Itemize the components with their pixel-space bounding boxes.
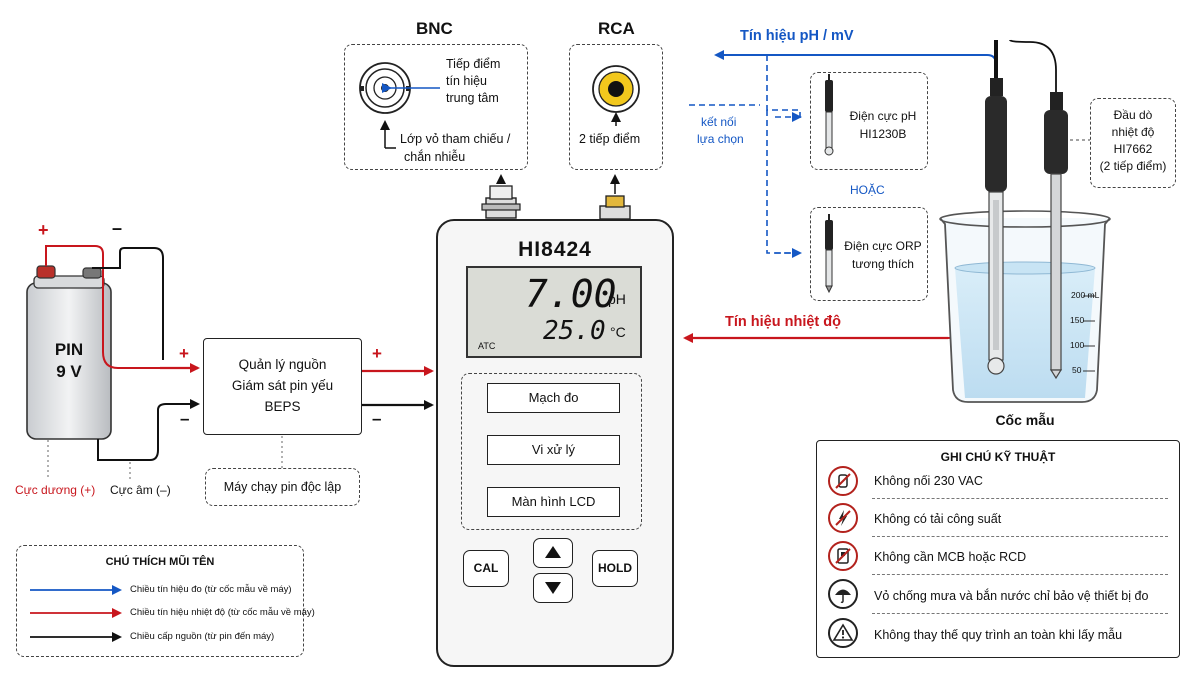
no-plug-icon	[828, 466, 858, 496]
legend-row-measure-signal: Chiều tín hiệu đo (từ cốc mẫu về máy)	[130, 584, 292, 595]
battery-negative-caption: Cực âm (–)	[110, 483, 171, 497]
power-in-plus: +	[179, 344, 189, 363]
arrow-legend	[16, 545, 304, 657]
note-divider-4	[872, 613, 1168, 614]
technical-notes-title: GHI CHÚ KỸ THUẬT	[940, 450, 1056, 464]
meter-internal-blocks	[461, 373, 642, 530]
power-management-box	[203, 338, 362, 435]
power-management-line-1: Quản lý nguồn	[238, 357, 327, 372]
ph-electrode-label-2: HI1230B	[859, 127, 907, 141]
bnc-center-label-2: tín hiệu	[446, 74, 488, 88]
no-power-load-icon	[828, 503, 858, 533]
down-arrow-icon	[545, 582, 561, 594]
temperature-probe-callout	[1090, 98, 1176, 188]
power-in-minus: –	[180, 409, 190, 428]
bnc-center-label-3: trung tâm	[446, 91, 499, 105]
hold-button[interactable]: HOLD	[592, 550, 638, 587]
note-divider-2	[872, 536, 1168, 537]
battery-positive-caption: Cực dương (+)	[15, 483, 96, 497]
note-text-4: Vỏ chống mưa và bắn nước chỉ bảo vệ thiế…	[874, 589, 1149, 603]
independent-battery-note	[205, 468, 360, 506]
beaker-mark-150: 150	[1070, 315, 1085, 325]
umbrella-rain-icon	[828, 579, 858, 609]
orp-electrode-label-2: tương thích	[852, 257, 914, 271]
note-divider-1	[872, 498, 1168, 499]
ph-reading: 7.00	[525, 272, 617, 316]
bnc-center-label-1: Tiếp điểm	[446, 57, 501, 71]
bnc-shield-label-1: Lớp vỏ tham chiếu /	[400, 132, 511, 146]
battery-label-1: PIN	[54, 340, 84, 359]
temperature-signal-label: Tín hiệu nhiệt độ	[725, 314, 841, 330]
lcd-display	[466, 266, 642, 358]
warning-triangle-icon	[828, 618, 858, 648]
temp-probe-label-3: HI7662	[1113, 142, 1153, 156]
beaker-mark-200: 200 mL	[1071, 290, 1100, 300]
atc-indicator: ATC	[478, 341, 496, 351]
battery-label-2: 9 V	[56, 362, 82, 381]
bnc-title: BNC	[416, 19, 453, 38]
temp-probe-label-1: Đầu dò	[1113, 108, 1153, 122]
or-label: HOẶC	[850, 183, 885, 197]
sample-beaker	[939, 210, 1111, 403]
technical-notes-panel	[816, 440, 1180, 658]
temp-probe-label-4: (2 tiếp điểm)	[1099, 159, 1167, 173]
power-management-line-2: Giám sát pin yếu	[231, 378, 334, 393]
temperature-reading: 25.0	[543, 316, 606, 346]
orp-electrode-callout	[810, 207, 928, 301]
rca-socket	[599, 195, 631, 220]
ph-signal-label: Tín hiệu pH / mV	[740, 28, 854, 44]
microprocessor-box: Vi xử lý	[487, 435, 620, 465]
rca-callout	[569, 44, 663, 170]
battery-minus-sign: –	[112, 218, 123, 238]
beaker-caption: Cốc mẫu	[995, 412, 1055, 428]
power-out-plus: +	[372, 344, 382, 363]
ph-electrode-in-beaker	[985, 40, 1007, 375]
arrow-legend-title: CHÚ THÍCH MŨI TÊN	[105, 556, 215, 568]
optional-connection-label-2: lựa chọn	[697, 132, 744, 146]
note-divider-3	[872, 574, 1168, 575]
independent-battery-note-text: Máy chạy pin độc lập	[223, 480, 342, 494]
note-text-1: Không nối 230 VAC	[874, 474, 983, 488]
no-breaker-icon	[828, 541, 858, 571]
rca-title: RCA	[598, 19, 635, 38]
rca-contacts-label: 2 tiếp điểm	[579, 132, 641, 146]
bnc-callout	[344, 44, 528, 170]
optional-connection-label-1: kết nối	[701, 115, 737, 129]
meter-model: HI8424	[518, 238, 592, 261]
bnc-socket	[481, 185, 521, 219]
legend-row-power-supply: Chiều cấp nguồn (từ pin đến máy)	[130, 631, 275, 642]
note-text-2: Không có tải công suất	[874, 512, 1002, 526]
bnc-shield-label-2: chắn nhiễu	[404, 150, 466, 164]
measuring-circuit-box: Mạch đo	[487, 383, 620, 413]
ph-electrode-callout	[810, 72, 928, 170]
beaker-mark-100: 100	[1070, 340, 1085, 350]
ph-electrode-icon	[824, 74, 834, 156]
temp-probe-label-2: nhiệt độ	[1111, 125, 1155, 139]
lcd-screen-box: Màn hình LCD	[487, 487, 620, 517]
ph-electrode-label-1: Điện cực pH	[849, 109, 917, 123]
orp-electrode-icon	[825, 214, 833, 294]
power-management-line-3: BEPS	[264, 399, 301, 414]
temperature-unit: °C	[610, 324, 626, 340]
note-text-3: Không cần MCB hoặc RCD	[874, 550, 1027, 564]
power-out-minus: –	[372, 409, 382, 428]
battery-plus-sign: +	[38, 220, 49, 240]
legend-row-temperature-signal: Chiều tín hiệu nhiệt độ (từ cốc mẫu về m…	[130, 607, 315, 618]
rca-face-icon	[592, 65, 640, 113]
cal-button[interactable]: CAL	[463, 550, 509, 587]
orp-electrode-label-1: Điện cực ORP	[844, 239, 922, 253]
up-arrow-icon	[545, 546, 561, 558]
ph-unit: pH	[608, 291, 626, 307]
beaker-mark-50: 50	[1072, 365, 1082, 375]
up-button[interactable]	[533, 538, 573, 568]
down-button[interactable]	[533, 573, 573, 603]
temperature-probe-in-beaker	[1044, 92, 1068, 380]
note-text-5: Không thay thế quy trình an toàn khi lấy…	[874, 628, 1123, 642]
